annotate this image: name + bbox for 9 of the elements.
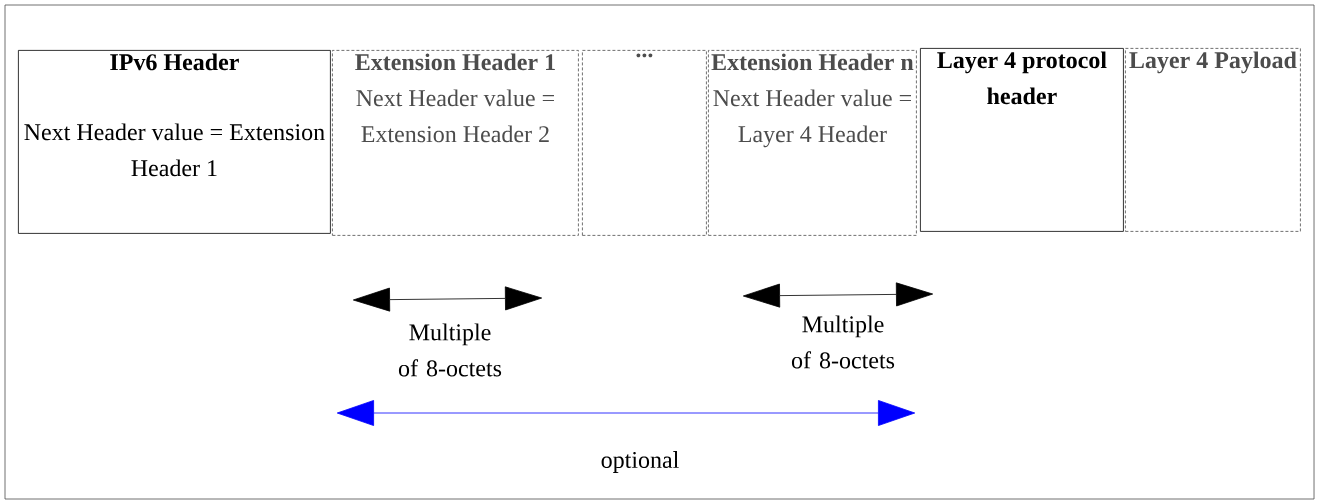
header-box: Layer 4 Payload xyxy=(1125,48,1301,232)
header-box: Extension Header n Next Header value = Layer 4 Header xyxy=(708,50,917,236)
dimension-label: Multiple of 8-octets xyxy=(791,315,895,369)
dimension-label: Multiple of 8-octets xyxy=(398,323,502,377)
dimension-label: optional xyxy=(601,451,679,473)
header-box: IPv6 Header Next Header value = Extension Header 1 xyxy=(18,50,331,234)
header-box: ... xyxy=(582,50,707,236)
header-box: Extension Header 1 Next Header value = Extension Header 2 xyxy=(332,50,579,236)
header-box: Layer 4 protocol header xyxy=(920,48,1124,232)
